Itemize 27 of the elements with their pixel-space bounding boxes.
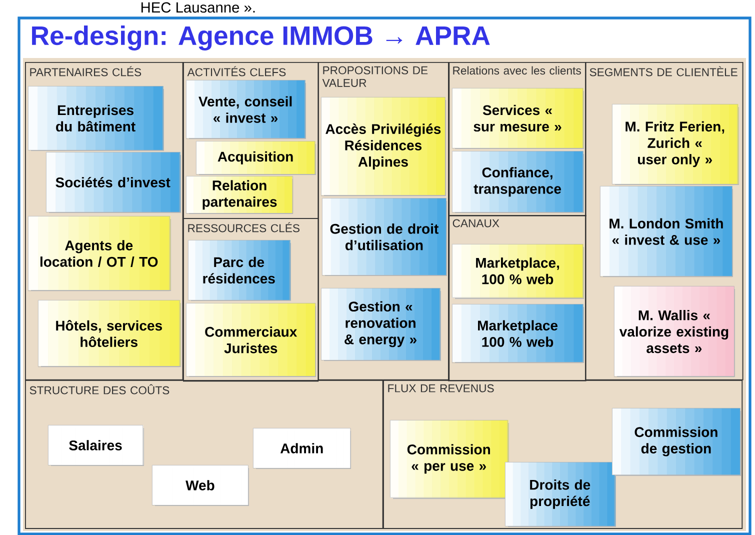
sticky-note: Gestion de droit d’utilisation xyxy=(322,198,447,276)
sticky-note: Marketplace, 100 % web xyxy=(452,244,584,299)
sticky-note: Entreprises du bâtiment xyxy=(28,86,164,151)
sticky-note: Droits de propriété xyxy=(505,462,616,527)
sticky-note: Marketplace 100 % web xyxy=(452,304,584,364)
sticky-note: Confiance, transparence xyxy=(452,151,584,213)
sticky-note: Sociétés d’invest xyxy=(46,152,181,213)
title: Re-design: Agence IMMOB → APRA xyxy=(32,26,490,50)
sticky-note: Commission « per use » xyxy=(390,420,509,499)
sticky-note: Admin xyxy=(253,428,351,469)
sticky-note: Relation partenaires xyxy=(186,176,294,214)
sticky-note: M. Fritz Ferien, Zurich « user only » xyxy=(612,104,740,185)
sticky-note: M. Wallis « valorize existing assets » xyxy=(614,286,736,378)
sticky-note: Salaires xyxy=(48,425,144,466)
sticky-note: Commission de gestion xyxy=(612,408,741,476)
sticky-note: Services « sur mesure » xyxy=(452,88,584,149)
sticky-note: Acquisition xyxy=(196,141,316,175)
sticky-note: Accès Privilégiés Résidences Alpines xyxy=(321,97,446,196)
sticky-note: Web xyxy=(152,465,249,506)
sticky-note: Gestion « renovation & energy » xyxy=(321,288,441,361)
sticky-note: M. London Smith « invest & use » xyxy=(600,186,734,278)
sticky-note: Commerciaux Juristes xyxy=(186,303,316,377)
sticky-note: Agents de location / OT / TO xyxy=(28,216,171,292)
header-text: HEC Lausanne ». xyxy=(141,2,255,13)
sticky-note: Vente, conseil « invest » xyxy=(186,80,306,140)
sticky-note: Parc de résidences xyxy=(188,240,291,301)
sticky-note: Hôtels, services hôteliers xyxy=(38,300,181,368)
